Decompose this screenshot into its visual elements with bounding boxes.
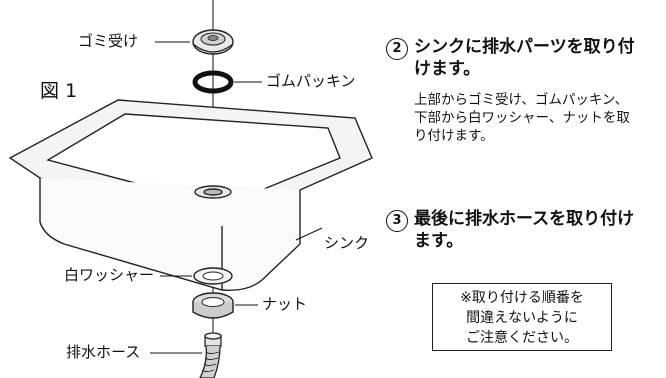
white-washer-part [193,267,233,285]
sink-basin [8,99,373,291]
step-2-number: 2 [386,38,408,60]
caution-note-line1: ※取り付ける順番を [460,290,584,306]
caution-note-line3: ご注意ください。 [466,330,578,346]
rubber-gasket-part [192,70,234,94]
nut-part [192,292,234,319]
caution-note-box: ※取り付ける順番を 間違えないように ご注意ください。 [432,283,612,351]
step-2-body-line2: 下部から白ワッシャー、ナットを取 [414,110,630,126]
strainer-part [192,29,234,55]
step-3-title-line2: ます。 [414,231,464,251]
sink-label: シンク [324,234,370,252]
step-2-body-line1: 上部からゴミ受け、ゴムパッキン、 [414,92,629,108]
step-3-number: 3 [386,210,408,232]
step-2-body-line3: り付けます。 [414,128,494,144]
step-2-title-line1: シンクに排水パーツを取り付 [414,37,635,57]
caution-note-line2: 間違えないように [466,310,578,326]
drain-hose-part [199,332,222,378]
washer-label: 白ワッシャー [64,266,155,284]
drain-hose-label: 排水ホース [66,343,141,361]
figure-label: 図 1 [40,80,78,102]
sink-leader-line [295,227,323,241]
gasket-label: ゴムパッキン [266,72,356,90]
step-3-title-line1: 最後に排水ホースを取り付け [414,209,635,229]
strainer-label: ゴミ受け [78,32,139,50]
nut-label: ナット [262,295,308,313]
step-2-title-line2: けます。 [414,59,481,79]
